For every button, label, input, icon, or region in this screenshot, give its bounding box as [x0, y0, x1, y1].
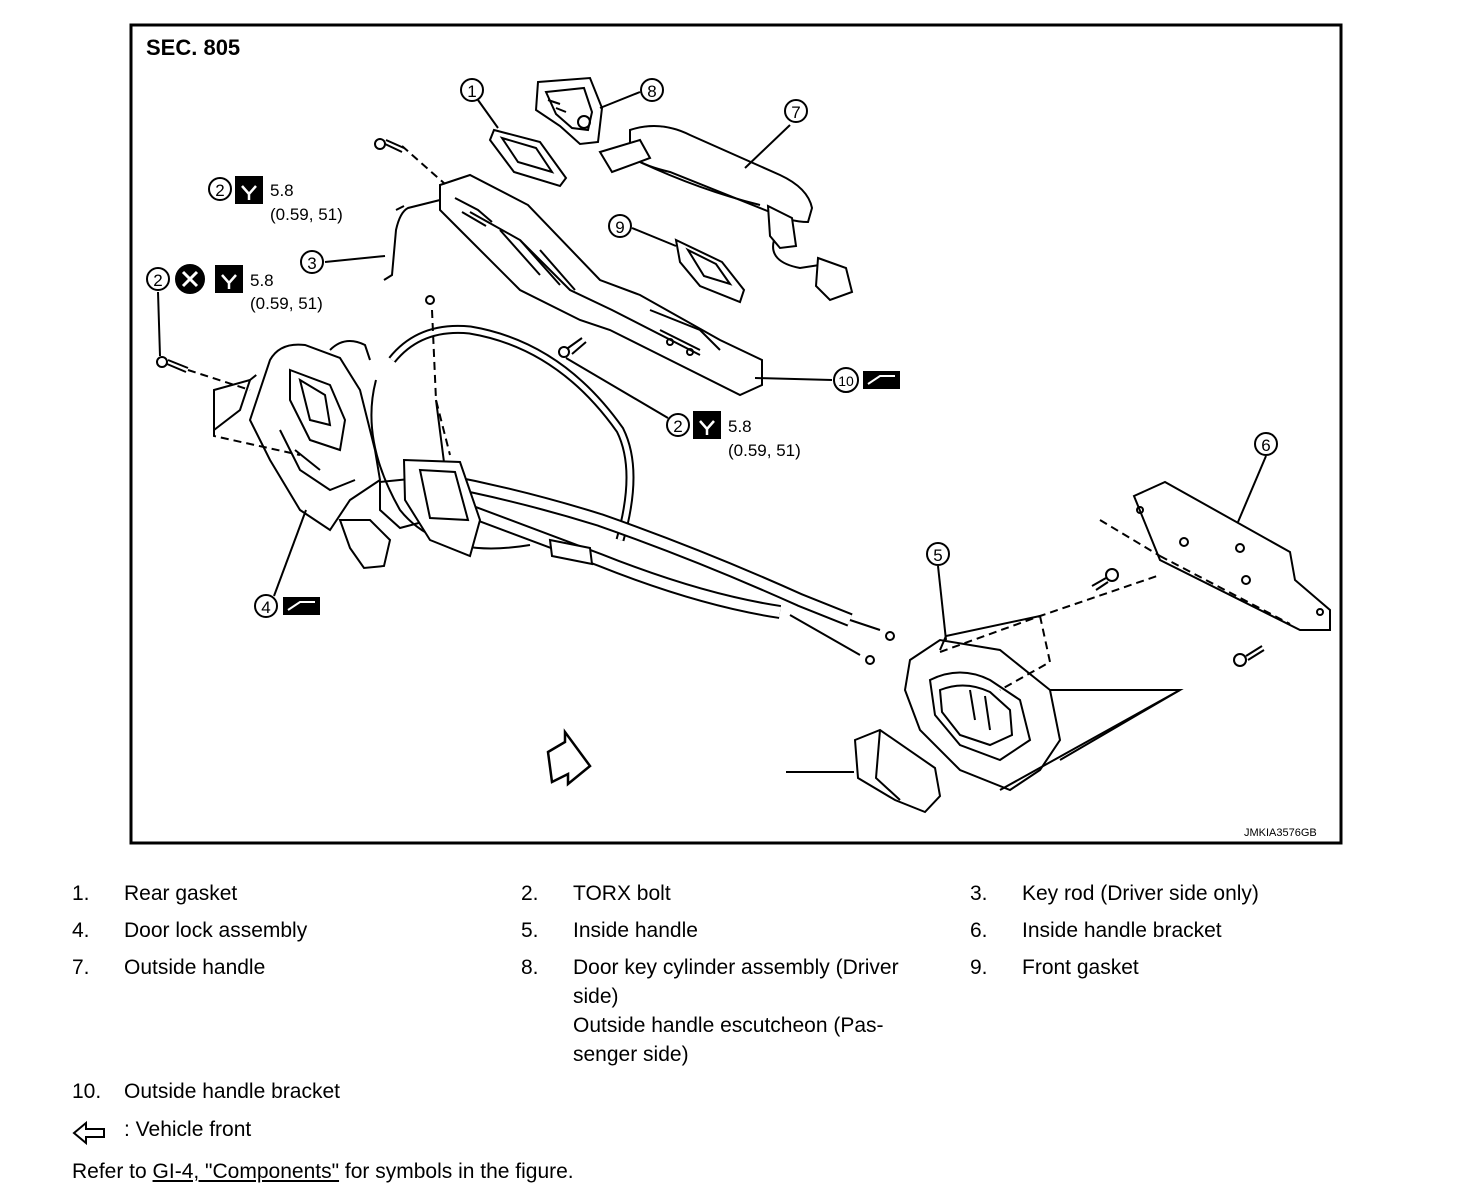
torx-bolt-upper: [374, 138, 446, 185]
exploded-diagram: SEC. 805 JMKIA3576GB: [129, 23, 1343, 845]
svg-text:8: 8: [647, 82, 656, 101]
part-7-outside-handle: [598, 124, 854, 302]
torque-units: (0.59, 51): [270, 205, 343, 224]
torx-bolt-mid: [558, 337, 669, 419]
torque-callout-left: 2 5.8 (0.59, 51): [146, 264, 323, 313]
torque-value: 5.8: [728, 417, 752, 436]
callout-6: 6: [1254, 432, 1278, 456]
torque-wrench-icon: [215, 265, 243, 293]
callout-8: 8: [640, 78, 664, 102]
vehicle-front-legend-icon: [72, 1120, 105, 1146]
svg-text:2: 2: [153, 271, 162, 290]
svg-text:2: 2: [673, 417, 682, 436]
svg-text:2: 2: [215, 181, 224, 200]
svg-text:7: 7: [791, 103, 800, 122]
part-8-key-cylinder: [534, 76, 641, 146]
torque-units: (0.59, 51): [250, 294, 323, 313]
cables: [370, 295, 895, 665]
never-reuse-icon: [175, 264, 205, 294]
handle-escutcheon-trim: [786, 728, 942, 814]
section-label: SEC. 805: [146, 35, 240, 60]
svg-text:6: 6: [1261, 436, 1270, 455]
svg-text:3: 3: [307, 254, 316, 273]
svg-text:9: 9: [615, 218, 624, 237]
part-4-door-lock-assembly: [213, 340, 432, 597]
figure-code: JMKIA3576GB: [1244, 827, 1317, 839]
part-3-key-rod: [324, 199, 441, 281]
components-link[interactable]: GI-4, "Components": [152, 1160, 340, 1183]
svg-text:4: 4: [261, 598, 270, 617]
part-6-inside-handle-bracket: [1099, 455, 1331, 631]
svg-text:10: 10: [838, 373, 854, 389]
torx-bolt-bracket: [1091, 568, 1265, 667]
part-10-outside-handle-bracket: [439, 173, 833, 397]
callout-7: 7: [784, 99, 808, 123]
callout-1: 1: [460, 78, 484, 102]
torque-units: (0.59, 51): [728, 441, 801, 460]
figure-frame: [129, 23, 1343, 845]
vehicle-front-arrow-icon: [546, 728, 592, 787]
callout-4: 4: [254, 594, 320, 618]
refer-note: Refer to GI-4, "Components" for symbols …: [72, 1160, 574, 1183]
grease-icon: [863, 371, 900, 389]
part-1-rear-gasket: [477, 99, 568, 188]
grease-icon: [283, 597, 320, 615]
svg-text:1: 1: [467, 82, 476, 101]
torque-wrench-icon: [235, 176, 263, 204]
torque-wrench-icon: [693, 411, 721, 439]
part-5-inside-handle: [903, 565, 1184, 792]
torque-value: 5.8: [270, 181, 294, 200]
torque-callout-upper: 2 5.8 (0.59, 51): [208, 176, 343, 224]
callout-10: 10: [833, 367, 900, 393]
torque-value: 5.8: [250, 271, 274, 290]
torque-callout-mid: 2 5.8 (0.59, 51): [666, 411, 801, 460]
callout-9: 9: [608, 214, 632, 238]
torx-bolt-left: [156, 291, 251, 391]
callout-3: 3: [300, 250, 324, 274]
part-9-front-gasket: [631, 227, 746, 304]
svg-text:5: 5: [933, 546, 942, 565]
callout-5: 5: [926, 542, 950, 566]
